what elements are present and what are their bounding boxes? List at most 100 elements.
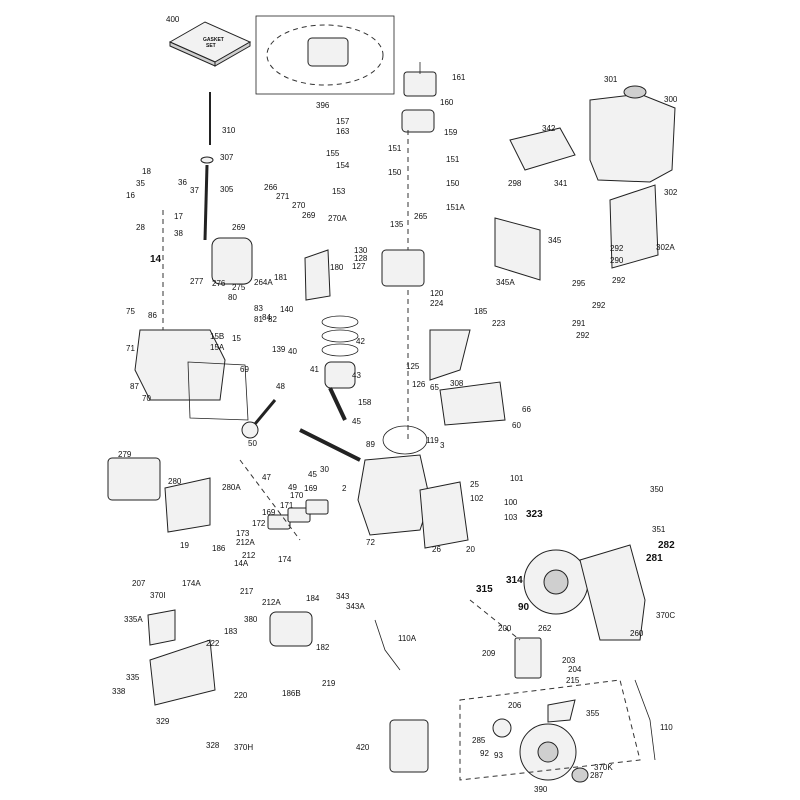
part-label-224: 224 bbox=[430, 299, 444, 308]
part-label-295: 295 bbox=[572, 279, 586, 288]
part-label-315: 315 bbox=[476, 584, 493, 595]
part-label-269b: 269 bbox=[232, 223, 246, 232]
part-label-262: 262 bbox=[538, 624, 552, 633]
part-label-169b: 169 bbox=[262, 508, 276, 517]
part-label-163: 163 bbox=[336, 127, 350, 136]
part-label-101: 101 bbox=[510, 474, 524, 483]
part-label-181: 181 bbox=[274, 273, 288, 282]
part-label-19: 19 bbox=[180, 541, 189, 550]
carburetor bbox=[269, 611, 313, 647]
part-label-80: 80 bbox=[228, 293, 237, 302]
part-label-275: 275 bbox=[232, 283, 246, 292]
part-label-135: 135 bbox=[390, 220, 404, 229]
part-label-279: 279 bbox=[118, 450, 132, 459]
part-label-370H: 370H bbox=[234, 743, 253, 752]
part-label-72: 72 bbox=[366, 538, 375, 547]
part-label-345: 345 bbox=[548, 236, 562, 245]
gasket-set-box: GASKET SET bbox=[168, 21, 252, 67]
gasket-inset-frame bbox=[255, 15, 395, 95]
part-label-323: 323 bbox=[526, 509, 543, 520]
part-label-38: 38 bbox=[174, 229, 183, 238]
part-label-277: 277 bbox=[190, 277, 204, 286]
part-label-49: 49 bbox=[288, 483, 297, 492]
part-label-351: 351 bbox=[652, 525, 666, 534]
part-label-126: 126 bbox=[412, 380, 426, 389]
part-label-83: 83 bbox=[254, 304, 263, 313]
part-label-219: 219 bbox=[322, 679, 336, 688]
part-label-206: 206 bbox=[508, 701, 522, 710]
assembly-line-4 bbox=[239, 459, 301, 541]
wire-110A bbox=[374, 619, 401, 671]
part-label-420: 420 bbox=[356, 743, 370, 752]
part-label-271: 271 bbox=[276, 192, 290, 201]
part-label-370C: 370C bbox=[656, 611, 675, 620]
part-label-150a: 150 bbox=[388, 168, 402, 177]
part-label-160: 160 bbox=[440, 98, 454, 107]
part-label-18: 18 bbox=[142, 167, 151, 176]
part-label-396: 396 bbox=[316, 101, 330, 110]
part-label-28: 28 bbox=[136, 223, 145, 232]
part-label-120: 120 bbox=[430, 289, 444, 298]
flywheel-side-cover bbox=[419, 481, 469, 549]
part-label-180: 180 bbox=[330, 263, 344, 272]
part-label-212Ab: 212A bbox=[262, 598, 281, 607]
gasket-loop bbox=[266, 24, 384, 86]
part-label-40: 40 bbox=[288, 347, 297, 356]
part-label-14A: 14A bbox=[234, 559, 249, 568]
part-label-265: 265 bbox=[414, 212, 428, 221]
part-label-93: 93 bbox=[494, 751, 503, 760]
part-label-291: 291 bbox=[572, 319, 586, 328]
part-label-3: 3 bbox=[440, 441, 445, 450]
part-label-119: 119 bbox=[426, 436, 439, 445]
part-label-212: 212 bbox=[242, 551, 256, 560]
head-gasket bbox=[382, 425, 428, 455]
part-label-50: 50 bbox=[248, 439, 257, 448]
part-label-17: 17 bbox=[174, 212, 183, 221]
part-label-102: 102 bbox=[470, 494, 484, 503]
part-label-174: 174 bbox=[278, 555, 292, 564]
part-label-69: 69 bbox=[240, 365, 249, 374]
part-label-48: 48 bbox=[276, 382, 285, 391]
part-label-47: 47 bbox=[262, 473, 271, 482]
part-label-300: 300 bbox=[664, 95, 678, 104]
part-label-15: 15 bbox=[232, 334, 241, 343]
ground-wire bbox=[634, 679, 656, 761]
cylinder-shroud bbox=[439, 381, 506, 426]
part-label-16: 16 bbox=[126, 191, 135, 200]
part-label-90: 90 bbox=[518, 602, 530, 613]
control-box bbox=[149, 639, 216, 706]
muffler-bracket bbox=[304, 249, 331, 301]
control-bracket bbox=[514, 637, 542, 679]
part-label-335: 335 bbox=[126, 673, 140, 682]
carburetor-spacers bbox=[267, 499, 329, 530]
part-label-314: 314 bbox=[506, 575, 523, 586]
shroud-panel bbox=[609, 184, 659, 269]
part-label-35: 35 bbox=[136, 179, 145, 188]
part-label-307: 307 bbox=[220, 153, 234, 162]
oil-bottle bbox=[389, 719, 429, 773]
part-label-370K: 370K bbox=[594, 763, 613, 772]
part-label-41: 41 bbox=[310, 365, 319, 374]
part-label-20: 20 bbox=[466, 545, 475, 554]
part-label-305: 305 bbox=[220, 185, 234, 194]
part-label-292b: 292 bbox=[612, 276, 626, 285]
part-label-380: 380 bbox=[244, 615, 258, 624]
part-label-204: 204 bbox=[568, 665, 582, 674]
part-label-185: 185 bbox=[474, 307, 488, 316]
part-label-285: 285 bbox=[472, 736, 486, 745]
part-label-343A: 343A bbox=[346, 602, 365, 611]
part-label-15A: 15A bbox=[210, 343, 225, 352]
gasket-set-text-1: GASKET bbox=[203, 37, 224, 43]
part-label-183: 183 bbox=[224, 627, 238, 636]
part-label-308: 308 bbox=[450, 379, 464, 388]
piston-rings bbox=[321, 315, 359, 357]
part-label-60: 60 bbox=[512, 421, 521, 430]
part-label-174A: 174A bbox=[182, 579, 201, 588]
part-label-66: 66 bbox=[522, 405, 531, 414]
part-label-281: 281 bbox=[646, 553, 663, 564]
part-label-220: 220 bbox=[234, 691, 248, 700]
part-label-270: 270 bbox=[292, 201, 306, 210]
